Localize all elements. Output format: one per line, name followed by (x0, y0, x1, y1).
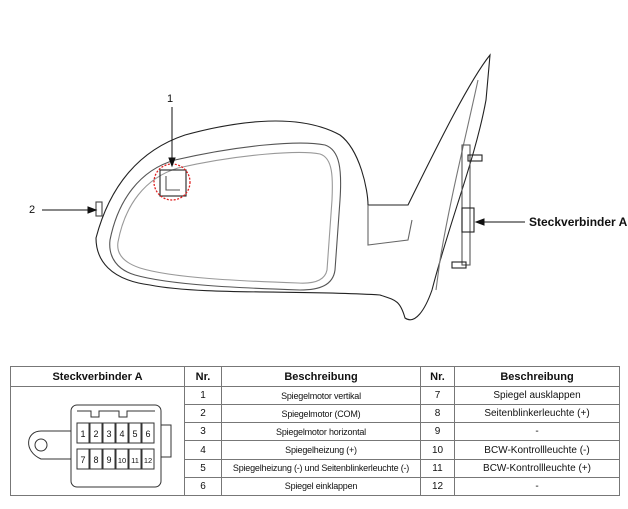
pin-description: BCW-Kontrollleuchte (+) (454, 458, 620, 478)
pin-number: 11 (420, 458, 455, 478)
pin-description: BCW-Kontrollleuchte (-) (454, 440, 620, 460)
pin-description: Spiegelmotor (COM) (221, 404, 421, 424)
connector-pin (102, 422, 116, 444)
side-mirror-diagram (42, 53, 525, 321)
pin-description: Spiegelheizung (+) (221, 440, 421, 460)
connector-pin-label: 6 (145, 429, 150, 439)
connector-pin-label: 10 (118, 456, 126, 465)
connector-pin (128, 448, 142, 470)
pin-number: 1 (184, 385, 222, 406)
pin-description: Spiegelmotor horizontal (221, 422, 421, 442)
connector-pin (76, 448, 90, 470)
header-nr: Nr. (184, 366, 222, 387)
callout-2: 2 (29, 204, 36, 216)
pin-number: 8 (420, 404, 455, 424)
connector-pin-label: 3 (106, 429, 111, 439)
pin-description: Spiegelmotor vertikal (221, 385, 421, 406)
table-row: 6 Spiegel einklappen 12 - (11, 476, 620, 497)
pin-number: 6 (184, 476, 222, 497)
pin-description: Spiegelheizung (-) und Seitenblinkerleuc… (221, 458, 421, 478)
pin-description: - (454, 476, 620, 497)
mirror-glass (109, 142, 342, 291)
pin-number: 7 (420, 385, 455, 406)
connector-pin-label: 8 (93, 455, 98, 465)
callout-connector-a: Steckverbinder A (529, 215, 628, 229)
pin-assignment-table: Steckverbinder A Nr. Beschreibung Nr. Be… (10, 366, 620, 497)
connector-pin-label: 11 (131, 456, 139, 465)
header-description: Beschreibung (221, 366, 421, 387)
pin-number: 2 (184, 404, 222, 424)
pin-description: Spiegel ausklappen (454, 385, 620, 406)
connector-pin (76, 422, 90, 444)
pin-number: 12 (420, 476, 455, 497)
pin-number: 5 (184, 458, 222, 478)
connector-pin (89, 422, 103, 444)
pin-description: Seitenblinkerleuchte (+) (454, 404, 620, 424)
pin-number: 4 (184, 440, 222, 460)
mirror-housing (95, 53, 491, 321)
header-connector: Steckverbinder A (10, 366, 185, 387)
connector-pin (128, 422, 142, 444)
connector-pin (115, 422, 129, 444)
pin-description: Spiegel einklappen (221, 476, 421, 497)
pin-description: - (454, 422, 620, 442)
connector-pin (115, 448, 129, 470)
pin-number: 9 (420, 422, 455, 442)
connector-pin-label: 12 (144, 456, 152, 465)
connector-pin (141, 448, 155, 470)
pin-number: 3 (184, 422, 222, 442)
highlight-circle (153, 163, 191, 201)
connector-pin (89, 448, 103, 470)
connector-pin-label: 9 (106, 455, 111, 465)
pin-number: 10 (420, 440, 455, 460)
header-nr: Nr. (420, 366, 455, 387)
table-header: Steckverbinder A Nr. Beschreibung Nr. Be… (10, 366, 620, 387)
connector-pin-label: 2 (93, 429, 98, 439)
connector-pin-label: 4 (119, 429, 124, 439)
callout-1: 1 (167, 93, 174, 105)
connector-pin (102, 448, 116, 470)
header-description: Beschreibung (454, 366, 620, 387)
connector-pin-label: 1 (80, 429, 85, 439)
connector-pin-label: 7 (80, 455, 85, 465)
connector-pin-label: 5 (132, 429, 137, 439)
connector-pin (141, 422, 155, 444)
